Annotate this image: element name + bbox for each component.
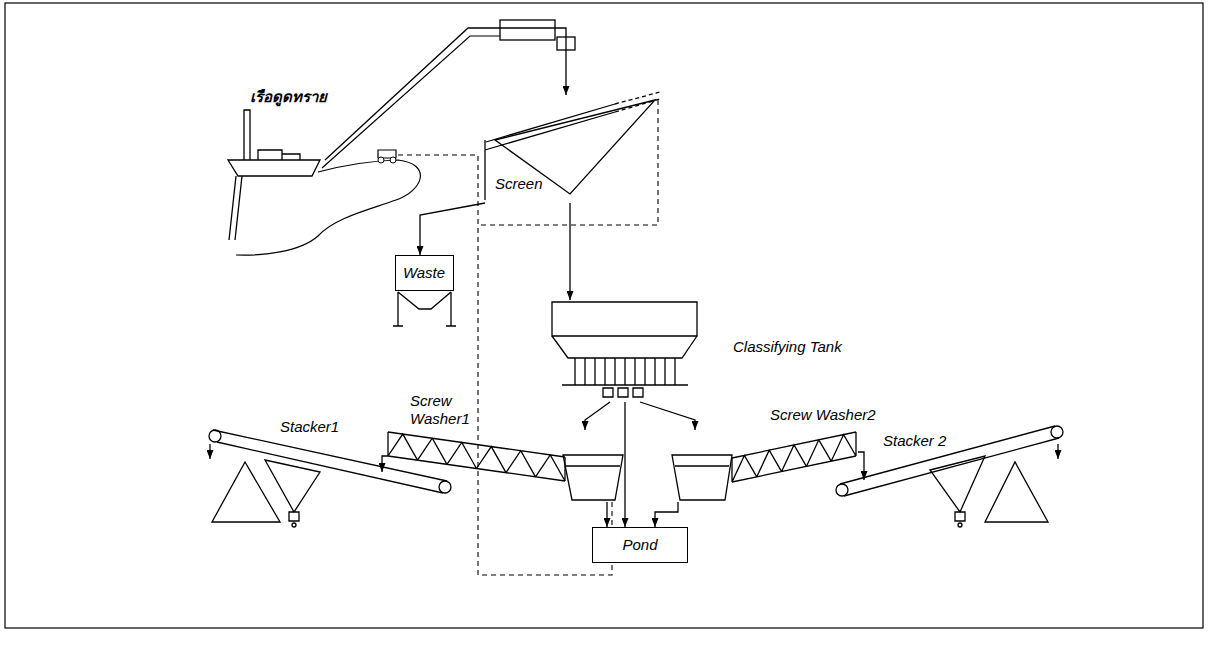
cart-wheel xyxy=(390,157,396,163)
frame xyxy=(5,3,1203,628)
node-label: Screw Washer2 xyxy=(770,406,876,424)
classifying-tank-part xyxy=(562,384,688,385)
classifying-tank-part xyxy=(552,336,697,358)
node-label: Screen xyxy=(495,175,543,193)
stacker-conveyor-part xyxy=(209,444,210,459)
node-label: Classifying Tank xyxy=(733,338,842,356)
screen-part xyxy=(485,104,615,200)
stacker-conveyor-part xyxy=(213,430,447,493)
dredger-boat: เรือดูดทราย xyxy=(222,86,325,244)
screw-washer: Screw Washer1 xyxy=(388,430,623,502)
node-label: Pond xyxy=(622,536,657,554)
waste-bin: Waste xyxy=(395,255,454,291)
dredger-boat-part xyxy=(244,110,250,160)
dredger-boat-part xyxy=(229,176,242,240)
pipe-line xyxy=(322,36,500,168)
dredger-boat-outline xyxy=(222,86,325,244)
return-water-line xyxy=(398,155,612,575)
flow-arrow xyxy=(655,502,678,527)
stacker-conveyor-part xyxy=(212,462,280,522)
stacker-conveyor-part xyxy=(930,456,985,527)
flow-arrow xyxy=(640,402,695,430)
stacker-conveyor: Stacker1 xyxy=(205,428,382,535)
classifying-tank-part xyxy=(552,302,697,336)
screw-washer-part xyxy=(732,432,856,482)
node-label: เรือดูดทราย xyxy=(250,88,327,106)
stacker-conveyor: Stacker 2 xyxy=(864,428,1064,535)
flow-arrow xyxy=(325,28,566,160)
flow-arrow xyxy=(420,203,485,255)
waste-bin-part xyxy=(393,292,456,326)
screen-part xyxy=(615,92,660,112)
pump-box xyxy=(500,20,555,40)
stacker-conveyor-outline xyxy=(205,428,382,535)
node-label: Waste xyxy=(403,264,445,282)
flow-arrow xyxy=(606,502,607,527)
node-label: Stacker1 xyxy=(280,418,339,436)
classifying-tank-part xyxy=(575,358,675,385)
flow-arrow xyxy=(858,452,864,480)
dredger-boat-part xyxy=(258,150,300,160)
stacker-conveyor-part xyxy=(985,462,1048,522)
cart-wheel xyxy=(378,157,384,163)
return-water-line xyxy=(478,100,658,225)
classifying-tank: Classifying Tank xyxy=(548,300,698,402)
stacker-conveyor-part xyxy=(840,426,1059,496)
flow-arrow xyxy=(585,402,610,430)
classifying-tank-outline xyxy=(548,300,698,402)
flow-arrow xyxy=(382,456,388,472)
node-label: Screw Washer1 xyxy=(410,392,470,428)
node-label: Stacker 2 xyxy=(883,432,946,450)
screw-washer-part xyxy=(563,455,623,500)
screen-part xyxy=(495,100,655,194)
screw-washer-outline xyxy=(670,430,858,502)
flow-arrow xyxy=(569,203,570,300)
screw-washer-part xyxy=(672,455,732,500)
screen: Screen xyxy=(483,95,663,203)
screw-washer-outline xyxy=(388,430,623,502)
pond-box: Pond xyxy=(592,527,688,563)
stacker-conveyor-part xyxy=(836,426,1063,496)
stacker-conveyor-part xyxy=(1057,444,1058,459)
flow-arrow xyxy=(624,402,625,527)
stacker-conveyor-part xyxy=(265,460,320,527)
screw-washer: Screw Washer2 xyxy=(670,430,858,502)
dredger-boat-part xyxy=(228,160,320,176)
shoreline xyxy=(236,160,420,255)
classifying-tank-part xyxy=(603,388,643,397)
